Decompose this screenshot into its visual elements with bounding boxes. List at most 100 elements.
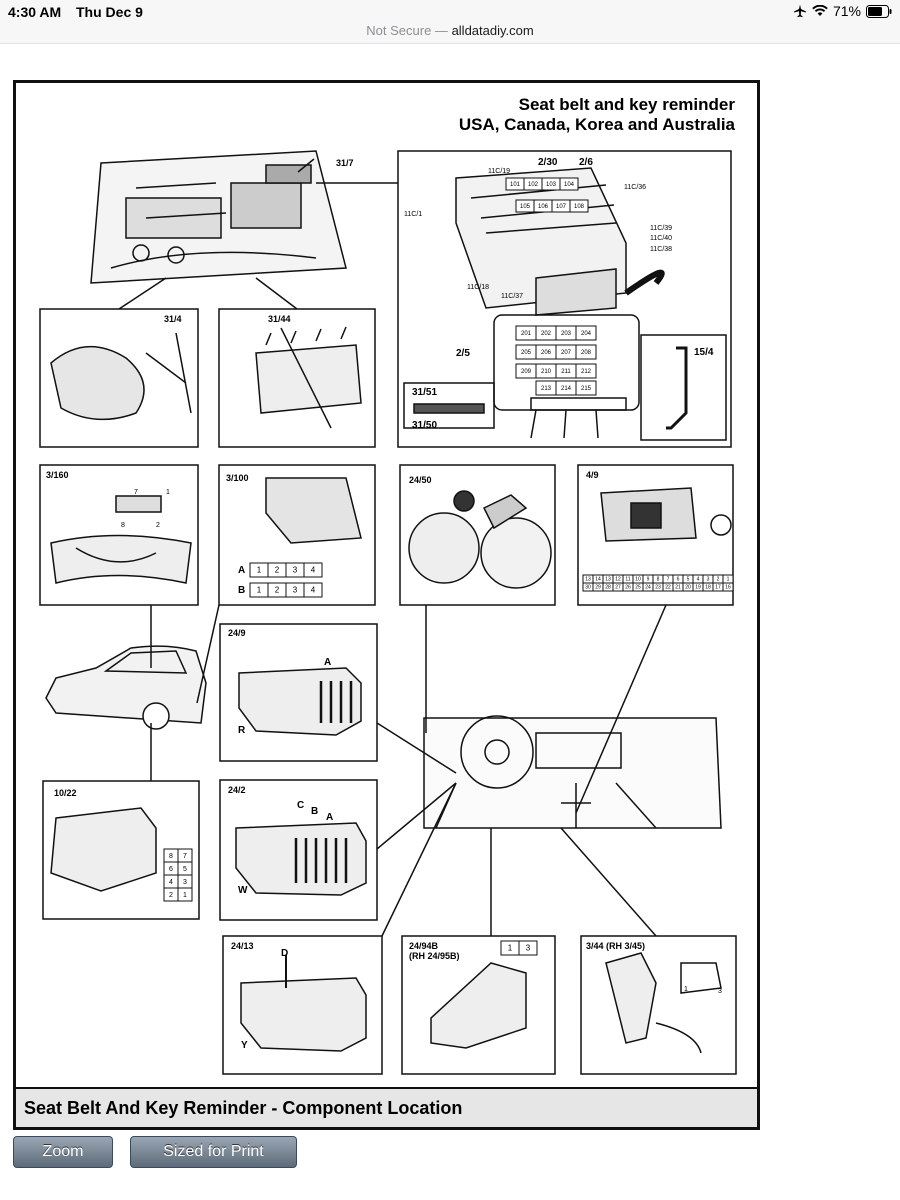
label-pin-3: 3 [718,988,722,995]
fuse-label: 206 [541,350,552,356]
fuse-label: 204 [581,331,592,337]
fuse-box-illustration [493,314,640,439]
status-bar: 4:30 AM Thu Dec 9 71% Not Secure — allda… [0,0,900,44]
address-bar[interactable]: Not Secure — alldatadiy.com [0,23,900,38]
fuse-label: 213 [541,386,552,392]
label-31-51: 31/51 [412,387,437,398]
label-15-4: 15/4 [694,347,714,358]
panel-4-9 [577,464,734,606]
connector-4-9-bottom-label: 25 [635,585,641,591]
label-pin-7: 7 [134,489,138,496]
relay-label: 103 [546,182,557,188]
label-11c-39: 11C/39 [650,225,672,232]
relay-label: 108 [574,204,585,210]
sized-for-print-button[interactable]: Sized for Print [130,1136,297,1168]
label-31-7: 31/7 [336,158,354,168]
connector-4-9-bottom-cell [722,582,734,592]
label-pin-d: D [281,948,288,959]
battery-icon [866,4,892,18]
fuse-label: 207 [561,350,572,356]
label-3-44: 3/44 (RH 3/45) [586,941,645,951]
connector-4-9-bottom-label: 28 [605,585,611,591]
connector-4-9-top-label: 13 [585,577,591,583]
panel-24-2 [219,779,378,921]
relay-label: 107 [556,204,567,210]
label-pin-1: 1 [166,489,170,496]
figure-title-line1: Seat belt and key reminder [518,95,735,114]
label-11c-36: 11C/36 [624,184,646,191]
relay-cell [569,199,589,213]
status-icons: 71% [793,3,892,19]
label-10-22: 10/22 [54,788,77,798]
panel-24-9 [219,623,378,762]
label-11c-19: 11C/19 [488,168,510,175]
fuse-cell [575,363,597,379]
figure-caption: Seat Belt And Key Reminder - Component L… [24,1098,463,1118]
connector-3-100-row-a-label: 4 [311,566,316,575]
label-2-6: 2/6 [579,157,593,168]
connector-4-9-top-label: 14 [595,577,601,583]
connector-4-9-top-label: 11 [625,577,630,583]
connector-3-100-row-a-label: 1 [257,566,262,575]
battery-percent: 71% [832,3,861,19]
connector-24-94b-label: 3 [526,944,531,953]
panel-3-100 [218,464,376,606]
label-3-160: 3/160 [46,470,69,480]
label-pin-r: R [238,725,246,736]
dashboard-illustration [423,715,722,829]
panel-24-94b [401,935,556,1075]
label-11c-1: 11C/1 [404,211,422,218]
wifi-icon [812,5,828,16]
connector-4-9-bottom-label: 16 [725,585,731,591]
label-11c-40: 11C/40 [650,235,672,242]
label-row-a: A [238,565,245,576]
fuse-label: 205 [521,350,532,356]
figure-title-line2: USA, Canada, Korea and Australia [458,115,735,134]
engine-bay-illustration [90,150,347,284]
label-24-94b: 24/94B [409,941,439,951]
connector-3-100-row-b-cell [303,582,323,598]
fuse-cell [575,380,597,396]
connector-4-9-bottom-label: 20 [685,585,691,591]
connector-10-22-right-label: 3 [183,879,187,886]
label-11c-37: 11C/37 [501,293,523,300]
label-31-44: 31/44 [268,314,291,324]
connector-3-100-row-b-label: 1 [257,586,262,595]
connector-3-100-row-a-cell [303,562,323,578]
fuse-cell [575,325,597,341]
label-4-9: 4/9 [586,470,599,480]
label-pin-a-24-9: A [324,657,331,668]
connector-4-9-top-label: 2 [717,577,720,583]
security-label: Not Secure — [366,23,448,38]
zoom-button[interactable]: Zoom [13,1136,113,1168]
relay-label: 105 [520,204,531,210]
connector-15-4-box [640,334,727,441]
connector-3-100-row-a-label: 2 [275,566,280,575]
connector-10-22-right-label: 1 [183,892,187,899]
fuse-label: 202 [541,331,552,337]
label-11c-18: 11C/18 [467,284,489,291]
connector-4-9-top-label: 9 [647,577,650,583]
relay-cell [559,177,579,191]
airplane-icon [793,4,806,18]
date: Thu Dec 9 [76,4,143,20]
label-pin-y: Y [241,1040,248,1051]
panel-3-160 [39,464,199,606]
relay-label: 104 [564,182,575,188]
connector-4-9-bottom-label: 17 [715,585,721,591]
label-11c-38: 11C/38 [650,246,672,253]
connector-4-9-bottom-label: 22 [665,585,671,591]
relay-label: 102 [528,182,539,188]
connector-4-9-top-label: 4 [697,577,700,583]
fuse-label: 203 [561,331,572,337]
fuse-center-panel [397,150,732,448]
connector-4-9-top-label: 7 [667,577,670,583]
figure-title: Seat belt and key reminder USA, Canada, … [459,95,735,135]
label-31-4: 31/4 [164,314,182,324]
fuse-label: 209 [521,369,532,375]
fuse-label: 201 [521,331,532,337]
connector-10-22-left-label: 8 [169,853,173,860]
connector-10-22-left-label: 2 [169,892,173,899]
label-24-95b: (RH 24/95B) [409,951,460,961]
